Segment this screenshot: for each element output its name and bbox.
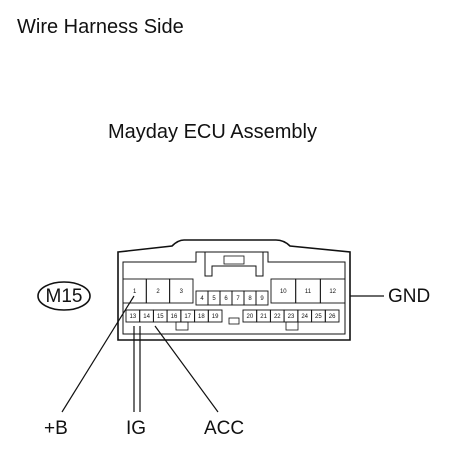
pin-cavity-9: [255, 290, 269, 306]
housing-key-right: [285, 321, 299, 331]
pin-label-9: 9: [260, 296, 264, 302]
connector-housing: [117, 239, 351, 341]
pin-label-3: 3: [180, 289, 184, 295]
pin-label-14: 14: [143, 314, 150, 320]
connector-latch: [204, 252, 264, 277]
latch-window: [223, 255, 245, 265]
connector-inner-outline: [122, 251, 346, 335]
pin-label-4: 4: [200, 296, 204, 302]
pin-label-13: 13: [130, 314, 137, 320]
pin-label-24: 24: [301, 314, 308, 320]
pin-label-17: 17: [184, 314, 191, 320]
pin-label-23: 23: [288, 314, 295, 320]
pin-label-8: 8: [248, 296, 252, 302]
component-name: Mayday ECU Assembly: [108, 121, 317, 143]
pin-label-22: 22: [274, 314, 281, 320]
connector-code: M15: [45, 286, 83, 307]
pin-label-11: 11: [305, 289, 312, 295]
signal-ig: IG: [126, 418, 147, 439]
signal-acc: ACC: [204, 418, 245, 439]
pin-label-1: 1: [133, 289, 137, 295]
pin-label-2: 2: [156, 289, 160, 295]
signal-gnd: GND: [388, 286, 431, 307]
housing-key-center: [228, 317, 240, 325]
leader-acc: [154, 325, 219, 413]
pin-label-21: 21: [260, 314, 267, 320]
housing-key-left: [175, 321, 189, 331]
pin-label-5: 5: [212, 296, 216, 302]
pin-label-12: 12: [329, 289, 336, 295]
pin-label-19: 19: [212, 314, 219, 320]
pin-label-26: 26: [329, 314, 336, 320]
pin-label-7: 7: [236, 296, 240, 302]
pin-label-6: 6: [224, 296, 228, 302]
pin-label-10: 10: [280, 289, 287, 295]
signal-plus-b: +B: [44, 418, 68, 439]
pin-cavity-3: [169, 278, 194, 304]
view-title: Wire Harness Side: [17, 16, 184, 38]
pin-label-16: 16: [171, 314, 178, 320]
pin-label-25: 25: [315, 314, 322, 320]
pin-label-15: 15: [157, 314, 164, 320]
pin-cavity-26: [324, 309, 340, 323]
pin-cavity-19: [207, 309, 223, 323]
pin-label-18: 18: [198, 314, 205, 320]
connector-code-oval: [37, 281, 91, 311]
pin-label-20: 20: [247, 314, 254, 320]
pin-cavity-12: [319, 278, 346, 304]
leader-plus-b: [61, 295, 135, 413]
